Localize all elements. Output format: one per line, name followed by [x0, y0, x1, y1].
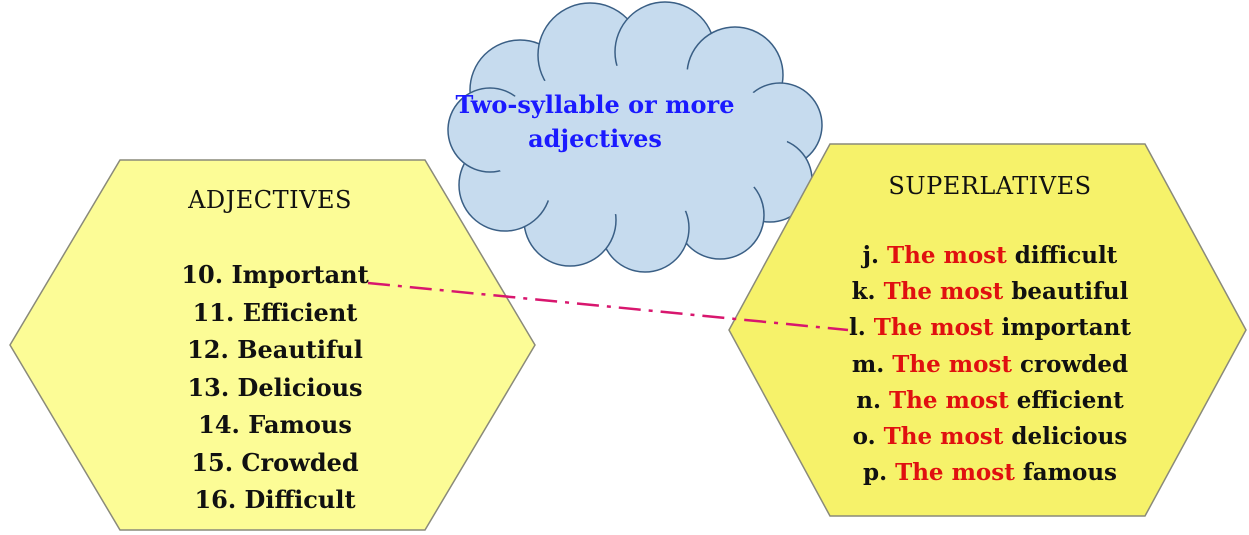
- superlatives-hexagon: [728, 143, 1247, 517]
- connector-line: [367, 281, 849, 332]
- cloud-shape: [447, 1, 823, 273]
- adjectives-hexagon: [9, 159, 536, 531]
